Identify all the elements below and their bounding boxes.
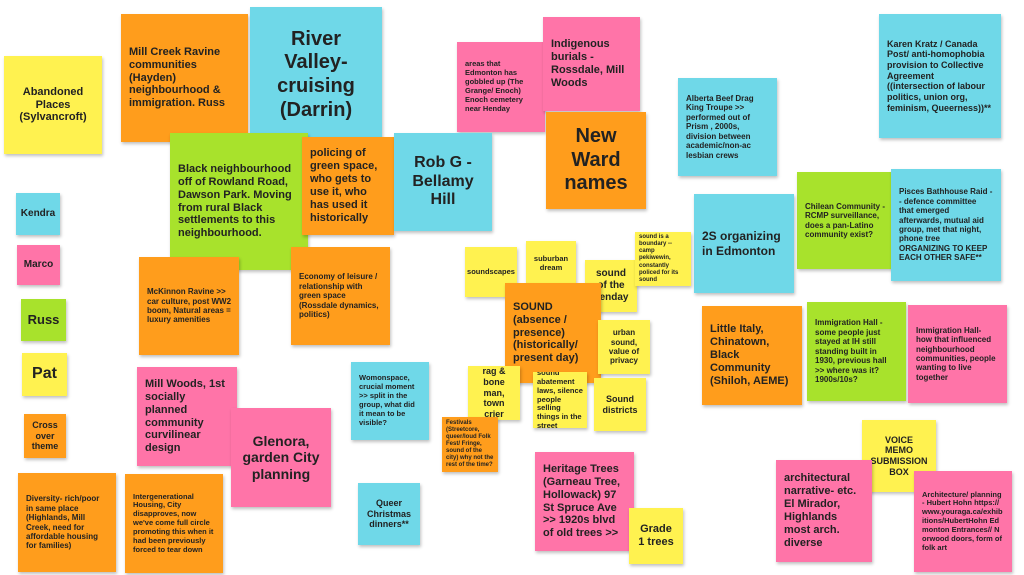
note-immigration-hall-2[interactable]: Immigration Hall- how that influenced ne…: [908, 305, 1007, 403]
note-architecture-hohn[interactable]: Architecture/ planning- Hubert Hohn http…: [914, 471, 1012, 572]
legend-pat[interactable]: Pat: [22, 353, 67, 396]
legend-marco[interactable]: Marco: [17, 245, 60, 285]
note-karen-kratz[interactable]: Karen Kratz / Canada Post/ anti-homophob…: [879, 14, 1001, 138]
note-intergenerational-housing[interactable]: Intergenerational Housing, City disappro…: [125, 474, 223, 573]
note-queer-christmas[interactable]: Queer Christmas dinners**: [358, 483, 420, 545]
note-rob-g[interactable]: Rob G - Bellamy Hill: [394, 133, 492, 231]
note-indigenous-burials[interactable]: Indigenous burials - Rossdale, Mill Wood…: [543, 17, 640, 111]
note-sound-abatement[interactable]: sound abatement laws, silence people sel…: [533, 372, 587, 428]
note-glenora[interactable]: Glenora, garden City planning: [231, 408, 331, 507]
note-2s-organizing[interactable]: 2S organizing in Edmonton: [694, 194, 794, 293]
note-edmonton-gobbled[interactable]: areas that Edmonton has gobbled up (The …: [457, 42, 545, 132]
note-festivals[interactable]: Festivals (Streetcore, queer/loud Folk F…: [442, 417, 498, 472]
note-urban-sound[interactable]: urban sound, value of privacy: [598, 320, 650, 374]
legend-kendra[interactable]: Kendra: [16, 193, 60, 235]
note-mill-creek-ravine[interactable]: Mill Creek Ravine communities (Hayden) n…: [121, 14, 248, 142]
note-diversity[interactable]: Diversity- rich/poor in same place (High…: [18, 473, 116, 572]
legend-russ[interactable]: Russ: [21, 299, 66, 341]
note-chilean-community[interactable]: Chilean Community - RCMP surveillance, d…: [797, 172, 893, 269]
note-mill-woods[interactable]: Mill Woods, 1st socially planned communi…: [137, 367, 237, 466]
note-pisces-raid[interactable]: Pisces Bathhouse Raid -- defence committ…: [891, 169, 1001, 281]
note-black-neighbourhood[interactable]: Black neighbourhood off of Rowland Road,…: [170, 133, 308, 270]
note-river-valley-cruising[interactable]: River Valley- cruising (Darrin): [250, 7, 382, 143]
note-sound-main[interactable]: SOUND (absence / presence) (historically…: [505, 283, 601, 383]
note-heritage-trees[interactable]: Heritage Trees (Garneau Tree, Hollowack)…: [535, 452, 634, 551]
note-sound-districts[interactable]: Sound districts: [594, 378, 646, 431]
note-abandoned-places[interactable]: Abandoned Places (Sylvancroft): [4, 56, 102, 154]
note-immigration-hall-1[interactable]: Immigration Hall - some people just stay…: [807, 302, 906, 401]
note-alberta-beef[interactable]: Alberta Beef Drag King Troupe >> perform…: [678, 78, 777, 176]
note-architectural-narrative[interactable]: architectural narrative- etc. El Mirador…: [776, 460, 872, 562]
note-womonspace[interactable]: Womonspace, crucial moment >> split in t…: [351, 362, 429, 440]
note-suburban-dream[interactable]: suburban dream: [526, 241, 576, 286]
note-policing-green-space[interactable]: policing of green space, who gets to use…: [302, 137, 394, 235]
note-grade-1-trees[interactable]: Grade 1 trees: [629, 508, 683, 564]
note-mckinnon-ravine[interactable]: McKinnon Ravine >> car culture, post WW2…: [139, 257, 239, 355]
legend-crossover-theme[interactable]: Cross over theme: [24, 414, 66, 458]
note-new-ward-names[interactable]: New Ward names: [546, 112, 646, 209]
note-sound-boundary[interactable]: sound is a boundary -- camp pekiwewin, c…: [635, 232, 691, 286]
note-economy-of-leisure[interactable]: Economy of leisure / relationship with g…: [291, 247, 390, 345]
note-rag-bone-man[interactable]: rag & bone man, town crier: [468, 366, 520, 420]
note-little-italy[interactable]: Little Italy, Chinatown, Black Community…: [702, 306, 802, 405]
note-soundscapes[interactable]: soundscapes: [465, 247, 517, 297]
